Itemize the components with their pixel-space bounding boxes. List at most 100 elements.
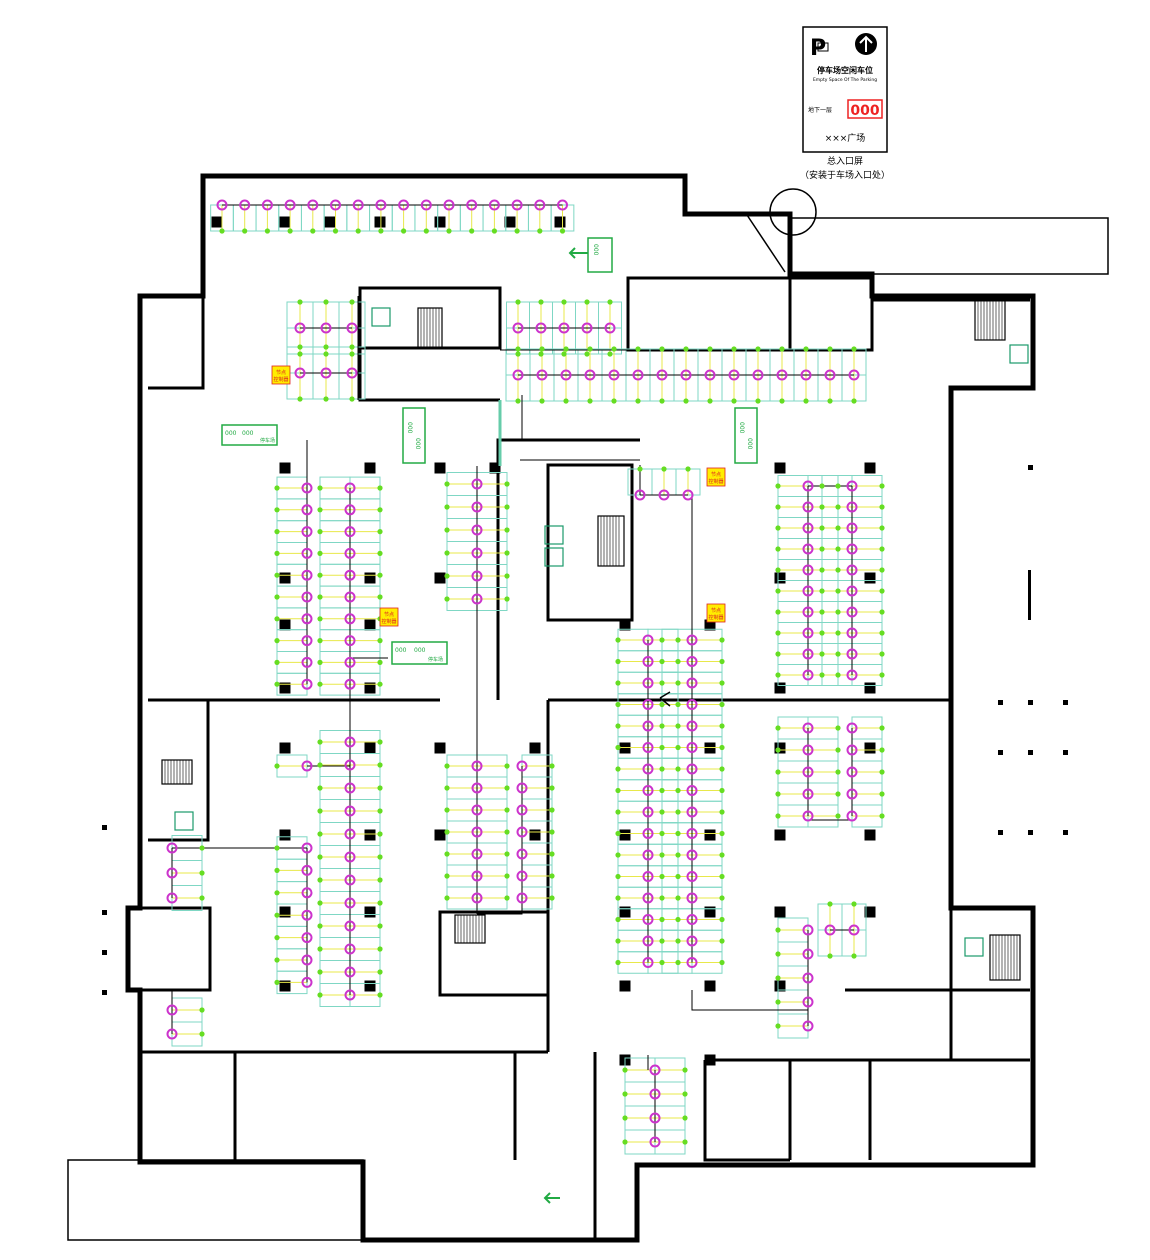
space-indicator-light [611, 398, 617, 404]
elevator [1009, 344, 1029, 364]
space-indicator-light [635, 398, 641, 404]
structural-column [279, 572, 291, 584]
space-detector [301, 864, 313, 876]
space-indicator-light [491, 228, 497, 234]
space-indicator-light [719, 787, 725, 794]
space-indicator-light [317, 946, 323, 952]
space-indicator-light [355, 228, 361, 234]
space-indicator-light [607, 351, 613, 357]
space-detector [166, 1004, 178, 1016]
space-detector [846, 585, 858, 597]
space-detector [846, 766, 858, 778]
space-detector [398, 199, 410, 211]
space-indicator-light [819, 609, 825, 615]
space-detector [344, 989, 356, 1001]
svg-text:000: 000 [592, 244, 599, 256]
space-detector [307, 199, 319, 211]
space-indicator-light [615, 852, 621, 858]
space-indicator-light [310, 228, 316, 234]
space-indicator-light [444, 481, 450, 487]
space-indicator-light [317, 854, 323, 860]
svg-text:000: 000 [225, 430, 237, 437]
space-indicator-light [377, 507, 383, 513]
guide-sign: 000 000 停车场 [221, 424, 278, 446]
structural-column [529, 742, 541, 754]
space-detector [802, 788, 814, 800]
space-indicator-light [297, 344, 303, 350]
space-detector [534, 199, 546, 211]
space-detector [802, 627, 814, 639]
space-indicator-light [835, 609, 841, 615]
structural-column [364, 742, 376, 754]
space-detector [649, 1136, 661, 1148]
entrance-screen-panel: P 停车场空闲车位 Empty Space Of The Parking 地下一… [800, 26, 890, 181]
space-detector [686, 763, 698, 775]
space-indicator-light [615, 701, 621, 708]
space-detector [301, 526, 313, 538]
space-indicator-light [719, 701, 725, 708]
space-indicator-light [349, 396, 355, 402]
space-indicator-light [615, 959, 621, 966]
space-indicator-light [274, 681, 280, 687]
node-controller: 节点 控制器 [379, 607, 399, 627]
entry-arrow-icon [568, 247, 590, 259]
space-indicator-light [444, 895, 450, 901]
space-detector [301, 613, 313, 625]
space-detector [301, 635, 313, 647]
structural-column [774, 829, 786, 841]
space-detector [642, 892, 654, 904]
structural-column [864, 462, 876, 474]
space-indicator-light [775, 483, 781, 489]
space-indicator-light [622, 1091, 628, 1097]
space-detector [301, 932, 313, 944]
space-indicator-light [561, 351, 567, 357]
space-indicator-light [444, 527, 450, 533]
space-detector [682, 489, 694, 501]
space-detector [344, 591, 356, 603]
entrance-ramp [67, 217, 1109, 1241]
space-indicator-light [377, 992, 383, 998]
space-indicator-light [504, 807, 510, 813]
structural-column [279, 682, 291, 694]
space-detector [344, 547, 356, 559]
space-indicator-light [819, 546, 825, 552]
space-indicator-light [775, 588, 781, 594]
space-detector [166, 892, 178, 904]
space-indicator-light [851, 953, 857, 959]
space-detector [471, 501, 483, 513]
space-indicator-light [378, 228, 384, 234]
space-detector [802, 744, 814, 756]
space-indicator-light [199, 1031, 205, 1037]
space-indicator-light [317, 616, 323, 622]
space-detector [471, 524, 483, 536]
space-detector [471, 478, 483, 490]
space-indicator-light [297, 396, 303, 402]
space-indicator-light [538, 299, 544, 305]
space-indicator-light [819, 588, 825, 594]
elevator [174, 811, 194, 831]
space-indicator-light [538, 351, 544, 357]
space-indicator-light [504, 873, 510, 879]
space-indicator-light [323, 344, 329, 350]
space-indicator-light [675, 873, 681, 880]
space-indicator-light [199, 1007, 205, 1013]
space-detector [642, 849, 654, 861]
space-indicator-light [317, 594, 323, 600]
space-detector [471, 848, 483, 860]
space-indicator-light [719, 895, 725, 901]
space-indicator-light [622, 1067, 628, 1073]
space-detector [301, 909, 313, 921]
space-indicator-light [755, 398, 761, 404]
space-indicator-light [317, 762, 323, 768]
space-detector [649, 1112, 661, 1124]
space-detector [642, 806, 654, 818]
space-indicator-light [615, 938, 621, 944]
space-detector [686, 914, 698, 925]
space-detector [320, 322, 332, 334]
space-detector [848, 369, 860, 381]
space-indicator-light [242, 228, 248, 234]
space-detector [686, 677, 698, 689]
space-detector [846, 564, 858, 576]
space-detector [686, 656, 698, 667]
space-indicator-light [803, 398, 809, 404]
